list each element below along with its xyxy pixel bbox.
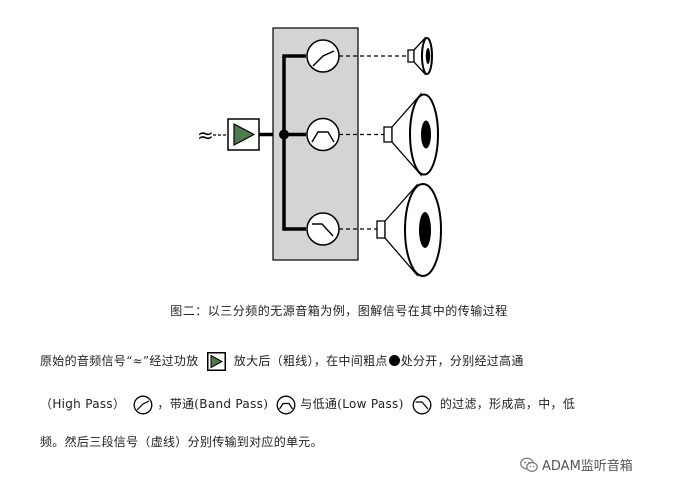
text-segment: ，带通( bbox=[157, 397, 200, 411]
woofer-speaker-icon bbox=[376, 183, 442, 277]
text-segment: 放大后（粗线），在中间粗点 bbox=[233, 354, 388, 368]
high-pass-filter-icon bbox=[306, 39, 340, 73]
figure-caption: 图二：以三分频的无源音箱为例，图解信号在其中的传输过程 bbox=[170, 304, 508, 318]
paragraph-line-1: 原始的音频信号“≈”经过功放 放大后（粗线），在中间粗点处分开，分别经过高通 bbox=[40, 351, 524, 371]
input-signal-symbol: ≈ bbox=[197, 123, 214, 147]
midrange-speaker-icon bbox=[383, 92, 439, 177]
paragraph-line-2: （High Pass） ，带通(Band Pass) 与低通(Low Pass)… bbox=[40, 394, 575, 415]
band-pass-label: Band Pass bbox=[199, 397, 264, 411]
watermark: ADAM监听音箱 bbox=[520, 455, 633, 474]
text-segment: ) bbox=[398, 397, 404, 411]
low-pass-inline-icon bbox=[412, 395, 432, 414]
band-pass-filter-icon bbox=[306, 117, 340, 152]
low-pass-filter-icon bbox=[306, 212, 340, 246]
wechat-icon bbox=[520, 457, 538, 472]
band-pass-inline-icon bbox=[276, 395, 296, 414]
text-segment: 与低通( bbox=[300, 397, 343, 411]
text-segment: ) bbox=[263, 397, 269, 411]
text-segment: ） bbox=[112, 397, 126, 411]
amplifier-icon bbox=[227, 118, 260, 151]
text-segment: （ bbox=[40, 397, 53, 411]
high-pass-inline-icon bbox=[133, 395, 153, 414]
text-segment: 处分开，分别经过高通 bbox=[400, 354, 524, 368]
crossover-diagram: ≈ bbox=[197, 27, 442, 277]
low-pass-label: Low Pass bbox=[342, 397, 399, 411]
split-point-dot bbox=[279, 129, 289, 140]
watermark-text: ADAM监听音箱 bbox=[542, 459, 633, 474]
high-pass-label: High Pass bbox=[52, 397, 113, 411]
tweeter-speaker-icon bbox=[407, 36, 433, 76]
amplifier-inline-icon bbox=[206, 352, 226, 371]
text-segment: 原始的音频信号“≈”经过功放 bbox=[40, 354, 199, 368]
text-segment: 的过滤，形成高，中，低 bbox=[439, 397, 576, 411]
split-point-inline-icon bbox=[388, 355, 400, 366]
paragraph-line-3: 频。然后三段信号（虚线）分别传输到对应的单元。 bbox=[40, 435, 323, 449]
